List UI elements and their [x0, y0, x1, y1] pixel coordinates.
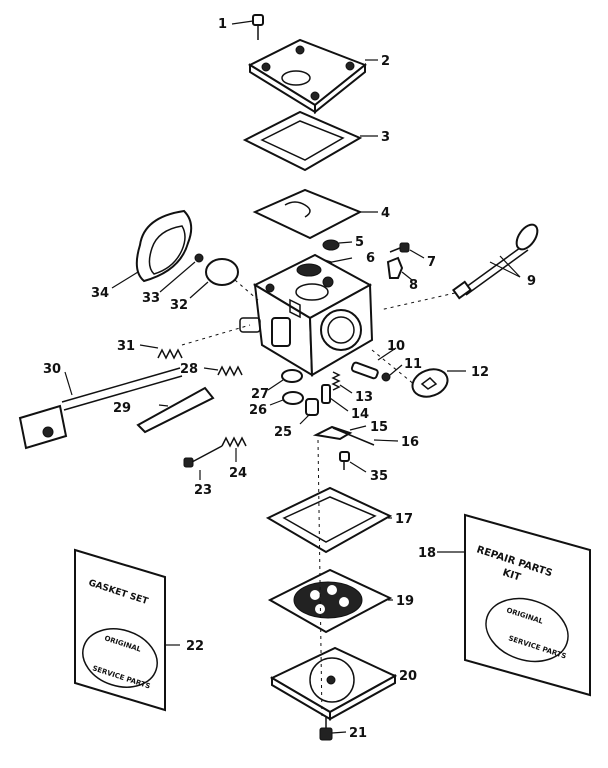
callout-4: 4: [381, 206, 390, 221]
callout-11: 11: [404, 357, 422, 372]
part-27-washer: [267, 369, 303, 391]
callout-25: 25: [274, 425, 292, 440]
callout-30: 30: [43, 362, 61, 377]
callout-31: 31: [117, 339, 135, 354]
part-22-gasket-set-kit: GASKET SET ORIGINAL SERVICE PARTS: [74, 548, 180, 712]
part-12-throttle-valve: [411, 368, 466, 398]
part-9-throttle-shaft: [379, 223, 539, 311]
callout-12: 12: [471, 365, 489, 380]
callout-18: 18: [418, 546, 436, 561]
part-25: [299, 398, 319, 425]
callout-32: 32: [170, 298, 188, 313]
callout-27: 27: [251, 387, 269, 402]
callout-labels: 1 2 3 4 5 6 7 8 9 10 11 12 13 14 15 16 1…: [43, 17, 536, 741]
part-16-pin: [332, 427, 399, 446]
part-28-spring: [203, 365, 243, 377]
callout-7: 7: [427, 255, 436, 270]
carburetor-body: [239, 253, 374, 377]
part-15-lever: [312, 425, 367, 441]
callout-9: 9: [527, 274, 536, 289]
callout-35: 35: [370, 469, 388, 484]
part-4-diaphragm: [252, 188, 378, 240]
part-29-needle: [136, 386, 215, 434]
part-32-choke-valve: [189, 258, 259, 301]
assembly-line-left: [181, 324, 251, 346]
callout-6: 6: [366, 251, 375, 266]
callout-23: 23: [194, 483, 212, 498]
part-18-repair-parts-kit: REPAIR PARTS KIT ORIGINAL SERVICE PARTS: [437, 513, 591, 697]
callout-10: 10: [387, 339, 405, 354]
part-2-pump-cover: [247, 38, 378, 115]
callout-19: 19: [396, 594, 414, 609]
repair-kit-title-line-2: KIT: [501, 567, 522, 583]
callout-28: 28: [180, 362, 198, 377]
alignment-line: [317, 439, 323, 721]
callout-3: 3: [381, 130, 390, 145]
part-5-plug: [322, 239, 353, 251]
part-19-diaphragm: [267, 568, 393, 634]
callout-16: 16: [401, 435, 419, 450]
part-26-washer: [269, 391, 304, 406]
callout-34: 34: [91, 286, 109, 301]
callout-22: 22: [186, 639, 204, 654]
callout-2: 2: [381, 54, 390, 69]
assembly-line-right: [371, 349, 416, 386]
part-3-gasket: [242, 110, 378, 172]
part-14: [321, 384, 349, 412]
part-13-spring: [331, 371, 353, 394]
callout-13: 13: [355, 390, 373, 405]
part-31-spring: [139, 344, 183, 360]
callout-33: 33: [142, 291, 160, 306]
callout-26: 26: [249, 403, 267, 418]
callout-20: 20: [399, 669, 417, 684]
part-20-cover: [269, 646, 398, 721]
part-11-nut: [381, 364, 403, 382]
part-30-choke-shaft: [18, 367, 183, 450]
part-23-screw: [183, 445, 223, 480]
callout-15: 15: [370, 420, 388, 435]
callout-17: 17: [395, 512, 413, 527]
part-34-flange-gasket: [111, 209, 193, 289]
part-8-bracket: [386, 256, 413, 281]
part-10-needle: [350, 347, 397, 380]
part-7-screw: [389, 242, 425, 259]
part-24-spring: [221, 436, 247, 462]
callout-29: 29: [113, 401, 131, 416]
part-33-screw: [159, 253, 204, 293]
callout-21: 21: [349, 726, 367, 741]
part-21-screw: [319, 716, 347, 741]
part-1-screw: [231, 14, 264, 40]
callout-1: 1: [218, 17, 227, 32]
callout-14: 14: [351, 407, 369, 422]
part-17-gasket: [265, 486, 393, 554]
callout-24: 24: [229, 466, 247, 481]
part-35-screw: [339, 451, 367, 473]
callout-5: 5: [355, 235, 364, 250]
callout-8: 8: [409, 278, 418, 293]
